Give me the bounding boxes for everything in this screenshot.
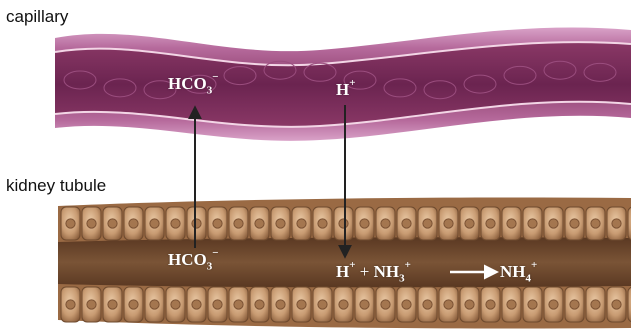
cell-nucleus [108, 300, 117, 309]
cell-nucleus [423, 219, 432, 228]
cell-nucleus [108, 219, 117, 228]
capillary-hydrogen-label: H+ [336, 80, 356, 100]
reaction-plus: + [360, 262, 370, 281]
cell-nucleus [171, 219, 180, 228]
capillary-label: capillary [6, 7, 68, 27]
cell-nucleus [255, 300, 264, 309]
cell-nucleus [549, 300, 558, 309]
cell-nucleus [192, 219, 201, 228]
cell-nucleus [381, 219, 390, 228]
cell-nucleus [339, 300, 348, 309]
cell-nucleus [150, 219, 159, 228]
cell-nucleus [255, 219, 264, 228]
cell-nucleus [528, 219, 537, 228]
cell-nucleus [402, 219, 411, 228]
ammonium-reaction-equation: H+ + NH3+ [336, 262, 411, 282]
cell-nucleus [87, 219, 96, 228]
cell-nucleus [318, 300, 327, 309]
cell-nucleus [171, 300, 180, 309]
cell-nucleus [486, 300, 495, 309]
cell-nucleus [129, 300, 138, 309]
cell-nucleus [381, 300, 390, 309]
cell-nucleus [276, 300, 285, 309]
capillary-bicarbonate-label: HCO3− [168, 74, 219, 94]
cell-nucleus [339, 219, 348, 228]
cell-nucleus [234, 300, 243, 309]
cell-nucleus [297, 300, 306, 309]
cell-nucleus [87, 300, 96, 309]
cell-nucleus [444, 219, 453, 228]
cell-nucleus [129, 219, 138, 228]
tubule-bicarbonate-label: HCO3− [168, 250, 219, 270]
reaction-product-ammonium: NH4+ [500, 262, 537, 282]
cell-nucleus [213, 300, 222, 309]
cell-nucleus [507, 219, 516, 228]
cell-nucleus [444, 300, 453, 309]
cell-nucleus [318, 219, 327, 228]
cell-nucleus [66, 300, 75, 309]
cell-nucleus [276, 219, 285, 228]
cell-nucleus [591, 300, 600, 309]
cell-nucleus [213, 219, 222, 228]
cell-nucleus [591, 219, 600, 228]
cell-nucleus [549, 219, 558, 228]
cell-nucleus [66, 219, 75, 228]
cell-nucleus [465, 300, 474, 309]
cell-nucleus [570, 219, 579, 228]
cell-nucleus [150, 300, 159, 309]
cell-nucleus [360, 300, 369, 309]
cell-nucleus [297, 219, 306, 228]
cell-nucleus [528, 300, 537, 309]
cell-nucleus [570, 300, 579, 309]
reaction-ammonia: NH [374, 262, 400, 281]
cell-nucleus [423, 300, 432, 309]
cell-nucleus [465, 219, 474, 228]
cell-nucleus [192, 300, 201, 309]
cell-nucleus [507, 300, 516, 309]
reaction-hydrogen: H [336, 262, 349, 281]
cell-nucleus [612, 300, 621, 309]
cell-nucleus [612, 219, 621, 228]
tubule-cells-bottom-row [61, 287, 631, 322]
cell-nucleus [486, 219, 495, 228]
cell-nucleus [402, 300, 411, 309]
kidney-tubule-label: kidney tubule [6, 176, 106, 196]
cell-nucleus [234, 219, 243, 228]
cell-nucleus [360, 219, 369, 228]
